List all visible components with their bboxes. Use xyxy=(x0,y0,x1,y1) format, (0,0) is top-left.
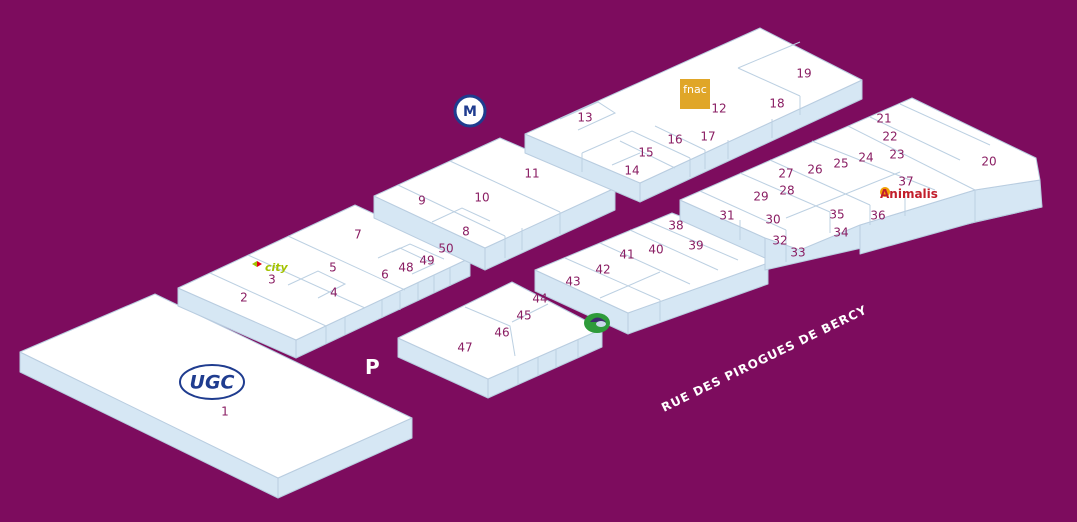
unit-41[interactable]: 41 xyxy=(619,248,634,262)
unit-2[interactable]: 2 xyxy=(240,291,248,305)
unit-42[interactable]: 42 xyxy=(595,263,610,277)
unit-8[interactable]: 8 xyxy=(462,225,470,239)
unit-44[interactable]: 44 xyxy=(532,292,547,306)
helmet-icon xyxy=(584,313,610,333)
unit-28[interactable]: 28 xyxy=(779,184,794,198)
unit-23[interactable]: 23 xyxy=(889,148,904,162)
unit-3[interactable]: 3 xyxy=(268,273,276,287)
ugc-logo: UGC xyxy=(179,364,245,400)
unit-5[interactable]: 5 xyxy=(329,261,337,275)
unit-16[interactable]: 16 xyxy=(667,133,682,147)
unit-19[interactable]: 19 xyxy=(796,67,811,81)
unit-7[interactable]: 7 xyxy=(354,228,362,242)
parking-icon: P xyxy=(365,355,380,379)
unit-35[interactable]: 35 xyxy=(829,208,844,222)
unit-31[interactable]: 31 xyxy=(719,209,734,223)
animalis-logo: Animalis xyxy=(880,187,938,201)
block-west[interactable] xyxy=(177,204,471,359)
unit-9[interactable]: 9 xyxy=(418,194,426,208)
metro-label: M xyxy=(463,104,477,120)
metro-icon: M xyxy=(453,94,487,128)
unit-18[interactable]: 18 xyxy=(769,97,784,111)
unit-21[interactable]: 21 xyxy=(876,112,891,126)
unit-15[interactable]: 15 xyxy=(638,146,653,160)
unit-24[interactable]: 24 xyxy=(858,151,873,165)
unit-25[interactable]: 25 xyxy=(833,157,848,171)
unit-49[interactable]: 49 xyxy=(419,254,434,268)
unit-4[interactable]: 4 xyxy=(330,286,338,300)
fnac-logo: fnac xyxy=(680,79,710,109)
unit-20[interactable]: 20 xyxy=(981,155,996,169)
unit-36[interactable]: 36 xyxy=(870,209,885,223)
unit-30[interactable]: 30 xyxy=(765,213,780,227)
unit-12[interactable]: 12 xyxy=(711,102,726,116)
unit-14[interactable]: 14 xyxy=(624,164,639,178)
fnac-label: fnac xyxy=(683,83,707,96)
ugc-label: UGC xyxy=(190,372,235,394)
unit-43[interactable]: 43 xyxy=(565,275,580,289)
unit-40[interactable]: 40 xyxy=(648,243,663,257)
unit-6[interactable]: 6 xyxy=(381,268,389,282)
unit-50[interactable]: 50 xyxy=(438,242,453,256)
block-south-west[interactable] xyxy=(397,281,603,399)
unit-17[interactable]: 17 xyxy=(700,130,715,144)
unit-11[interactable]: 11 xyxy=(524,167,539,181)
unit-45[interactable]: 45 xyxy=(516,309,531,323)
city-label: city xyxy=(265,261,289,274)
carrefour-city-logo: city xyxy=(252,261,289,274)
block-east[interactable] xyxy=(679,97,1043,271)
unit-22[interactable]: 22 xyxy=(882,130,897,144)
unit-10[interactable]: 10 xyxy=(474,191,489,205)
unit-34[interactable]: 34 xyxy=(833,226,848,240)
street-name: RUE DES PIROGUES DE BERCY xyxy=(659,303,869,415)
unit-38[interactable]: 38 xyxy=(668,219,683,233)
unit-13[interactable]: 13 xyxy=(577,111,592,125)
unit-46[interactable]: 46 xyxy=(494,326,509,340)
unit-27[interactable]: 27 xyxy=(778,167,793,181)
unit-32[interactable]: 32 xyxy=(772,234,787,248)
unit-33[interactable]: 33 xyxy=(790,246,805,260)
unit-26[interactable]: 26 xyxy=(807,163,822,177)
unit-1[interactable]: 1 xyxy=(221,405,229,419)
unit-29[interactable]: 29 xyxy=(753,190,768,204)
unit-48[interactable]: 48 xyxy=(398,261,413,275)
unit-numbers: 1 2 3 4 5 6 7 8 9 10 11 12 13 14 15 16 1… xyxy=(221,67,996,419)
unit-39[interactable]: 39 xyxy=(688,239,703,253)
animalis-label: Animalis xyxy=(880,187,938,201)
block-ugc[interactable] xyxy=(19,293,413,499)
unit-37[interactable]: 37 xyxy=(898,175,913,189)
unit-47[interactable]: 47 xyxy=(457,341,472,355)
